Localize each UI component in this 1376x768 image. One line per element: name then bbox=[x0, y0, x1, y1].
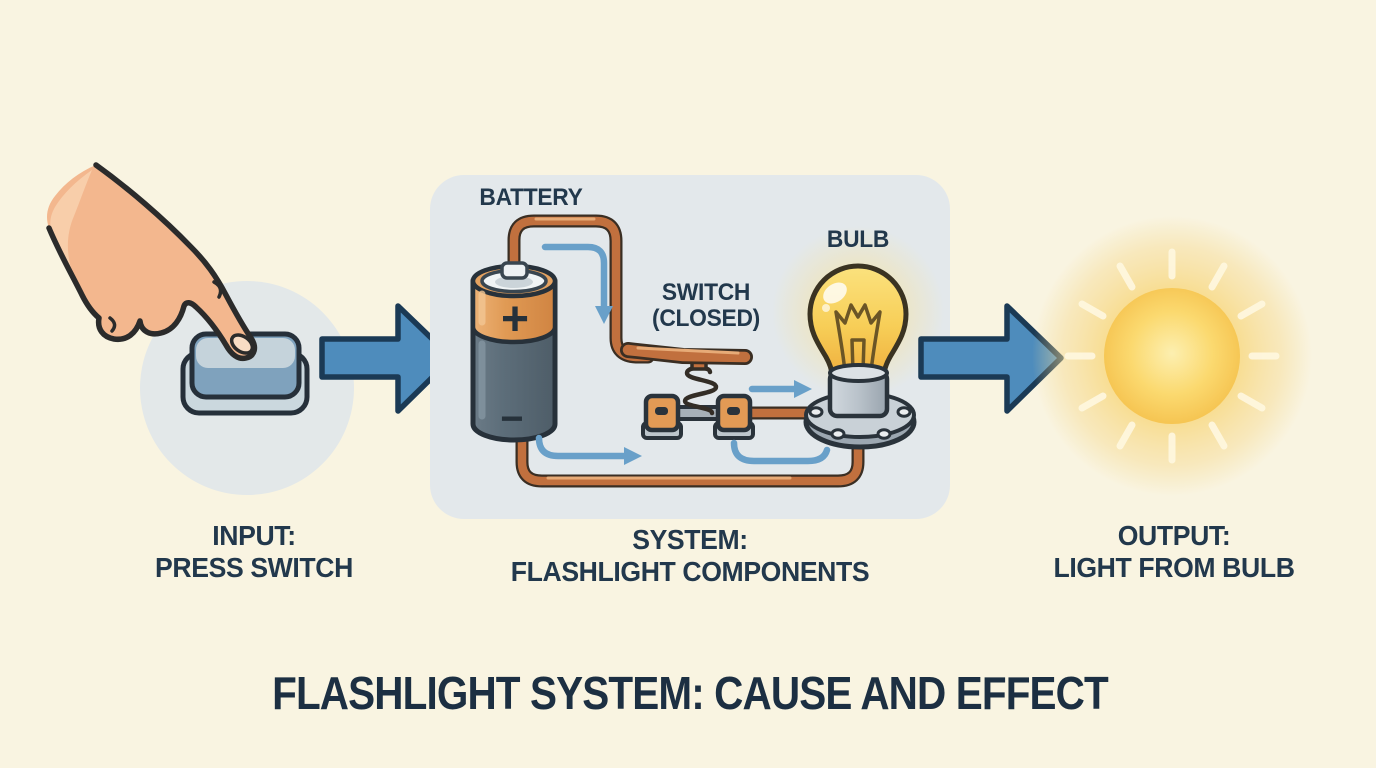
battery-plus-symbol: + bbox=[501, 293, 529, 346]
sun-rays bbox=[1064, 248, 1280, 464]
input-label: INPUT: PRESS SWITCH bbox=[155, 520, 353, 583]
bulb-filament bbox=[834, 303, 882, 374]
fingernail bbox=[229, 333, 255, 355]
system-label-line1: SYSTEM: bbox=[632, 524, 748, 555]
copper-wires bbox=[507, 214, 865, 488]
switch-label-line1: SWITCH bbox=[661, 279, 751, 306]
battery-label: BATTERY bbox=[479, 184, 583, 211]
battery-terminal bbox=[500, 261, 529, 280]
closed-switch-icon bbox=[620, 342, 755, 440]
lit-bulb-icon bbox=[803, 263, 917, 450]
input-label-line2: PRESS SWITCH bbox=[155, 551, 353, 583]
battery-minus-symbol: − bbox=[500, 397, 523, 441]
push-button-icon bbox=[180, 331, 310, 416]
input-illustration bbox=[46, 162, 354, 495]
system-illustration: + − bbox=[430, 175, 950, 519]
output-label: OUTPUT: LIGHT FROM BULB bbox=[1053, 520, 1294, 583]
right-arrow-input-to-system bbox=[319, 303, 455, 414]
hand-pressing-icon bbox=[46, 162, 258, 362]
input-label-line1: INPUT: bbox=[212, 520, 296, 551]
right-arrow-system-to-output bbox=[918, 303, 1064, 414]
system-label-line2: FLASHLIGHT COMPONENTS bbox=[510, 555, 870, 587]
output-label-line2: LIGHT FROM BULB bbox=[1053, 551, 1295, 583]
current-flow-arrows bbox=[535, 243, 831, 465]
diagram-title: FLASHLIGHT SYSTEM: CAUSE AND EFFECT bbox=[272, 667, 1109, 719]
battery-icon: + − bbox=[470, 261, 558, 443]
output-label-line1: OUTPUT: bbox=[1117, 520, 1231, 551]
bulb-label: BULB bbox=[826, 226, 890, 253]
system-label: SYSTEM: FLASHLIGHT COMPONENTS bbox=[511, 524, 870, 587]
light-glow-icon bbox=[1032, 216, 1312, 496]
switch-label: SWITCH (CLOSED) bbox=[652, 280, 760, 332]
switch-label-line2: (CLOSED) bbox=[652, 305, 760, 332]
